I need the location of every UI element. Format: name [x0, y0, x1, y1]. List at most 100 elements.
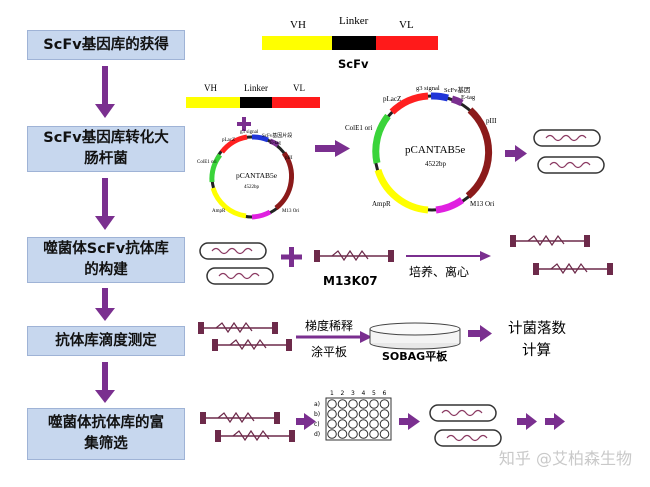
step-label: 抗体库滴度测定: [55, 332, 157, 349]
plasmid-size: 4522bp: [425, 160, 447, 168]
dilution-arrow: [296, 331, 372, 343]
well: [379, 429, 390, 439]
well: [337, 409, 348, 419]
etag-label: E-tag: [461, 94, 476, 101]
g3-label: g3 signal: [240, 130, 259, 135]
vh-label: VH: [204, 83, 217, 93]
vh-label: VH: [290, 19, 306, 31]
well-column-label: 5: [372, 390, 376, 397]
well: [327, 429, 337, 439]
well: [358, 409, 369, 419]
well: [369, 409, 379, 419]
well: [337, 399, 348, 409]
step-transform-ecoli: ScFv基因库转化大 肠杆菌: [27, 126, 185, 172]
step-label: ScFv基因库的获得: [43, 36, 169, 53]
helper-phage-icon: [313, 249, 395, 263]
step-scfv-library: ScFv基因库的获得: [27, 30, 185, 60]
well-row-label: a): [314, 401, 320, 408]
helper-phage-label: M13K07: [323, 274, 378, 288]
well: [348, 399, 358, 409]
well-row-label: c): [314, 421, 320, 428]
step-label: 噬菌体抗体库的富 集筛选: [48, 415, 164, 452]
plac-label: pLacZ: [383, 95, 401, 103]
well: [369, 429, 379, 439]
ampr-label: AmpR: [212, 209, 226, 214]
repeat-arrows: [517, 413, 565, 430]
well-column-label: 3: [351, 390, 355, 397]
step-panning: 噬菌体抗体库的富 集筛选: [27, 408, 185, 460]
to-plate-arrow: [296, 413, 316, 430]
flow-arrow-4: [95, 362, 115, 403]
culture-label: 培养、离心: [409, 264, 469, 279]
well: [327, 409, 337, 419]
step-phage-library: 噬菌体ScFv抗体库 的构建: [27, 237, 185, 283]
plasmid-name: pCANTAB5e: [236, 171, 278, 180]
flow-arrow-2: [95, 178, 115, 230]
plate-label: SOBAG平板: [382, 349, 448, 363]
ecoli-cells-row5: [429, 404, 502, 447]
plasmid-size: 4522bp: [244, 185, 260, 190]
plasmid-name: pCANTAB5e: [405, 144, 465, 156]
small-plasmid-map: pCANTAB5e 4522bp pLacZ g3 signal ScFv基因片…: [197, 130, 300, 220]
well: [358, 429, 369, 439]
well: [348, 429, 358, 439]
m13ori-label: M13 Ori: [470, 200, 494, 208]
plus-icon: [281, 247, 302, 267]
scfv-caption: ScFv: [338, 57, 369, 71]
well: [337, 419, 348, 429]
count-arrow: [468, 325, 492, 342]
well: [358, 419, 369, 429]
sobag-plate-icon: [369, 322, 461, 350]
count-label-line1: 计菌落数: [508, 320, 566, 337]
arrow-to-large-plasmid: [315, 140, 350, 157]
well: [369, 399, 379, 409]
well: [327, 419, 337, 429]
flow-arrow-1: [95, 66, 115, 118]
cole1-label: ColE1 ori: [345, 124, 372, 132]
well: [379, 419, 390, 429]
well-column-label: 6: [383, 390, 387, 397]
well: [379, 409, 390, 419]
ampr-label: AmpR: [372, 200, 391, 208]
scfv-gene-label: ScFv基因: [444, 85, 470, 94]
well: [369, 419, 379, 429]
linker-label: Linker: [339, 15, 369, 27]
m13ori-label: M13 Ori: [282, 209, 300, 214]
plus-icon: [237, 117, 251, 131]
well-row-label: b): [314, 411, 320, 418]
step-titer: 抗体库滴度测定: [27, 326, 185, 356]
flow-arrow-3: [95, 288, 115, 321]
to-ecoli-arrow: [399, 413, 420, 430]
well-column-label: 4: [362, 390, 366, 397]
plating-label: 涂平板: [311, 344, 347, 359]
well: [348, 419, 358, 429]
well-row-label: d): [314, 431, 320, 438]
large-plasmid-map: pCANTAB5e 4522bp pLacZ g3 signal ScFv基因 …: [345, 85, 497, 214]
small-scfv-bar: VH Linker VL: [186, 83, 320, 108]
plac-label: pLacZ: [222, 138, 235, 143]
g3-label: g3 signal: [416, 85, 440, 92]
well: [348, 409, 358, 419]
well: [379, 399, 390, 409]
step-label: 噬菌体ScFv抗体库 的构建: [43, 241, 169, 278]
etag-label: E-tag: [270, 141, 281, 146]
linker-label: Linker: [244, 83, 268, 93]
phage-particles-row3: [509, 234, 614, 276]
well-column-label: 1: [330, 390, 334, 397]
scfv-fragment-label: ScFv基因片段: [262, 132, 292, 139]
dilution-label: 梯度稀释: [305, 318, 353, 333]
piii-label: pIII: [285, 156, 293, 161]
well: [327, 399, 337, 409]
vl-label: VL: [399, 19, 414, 31]
culture-arrow: [406, 251, 491, 261]
ecoli-cells-row2: [533, 129, 605, 174]
ecoli-cells-row3: [199, 242, 274, 285]
vl-label: VL: [293, 83, 305, 93]
cole1-label: ColE1 ori: [197, 160, 217, 165]
arrow-to-ecoli: [505, 145, 527, 162]
well: [358, 399, 369, 409]
well-column-label: 2: [341, 390, 345, 397]
scfv-gene-bar: VH Linker VL ScFv: [262, 15, 438, 71]
piii-label: pIII: [486, 117, 497, 125]
